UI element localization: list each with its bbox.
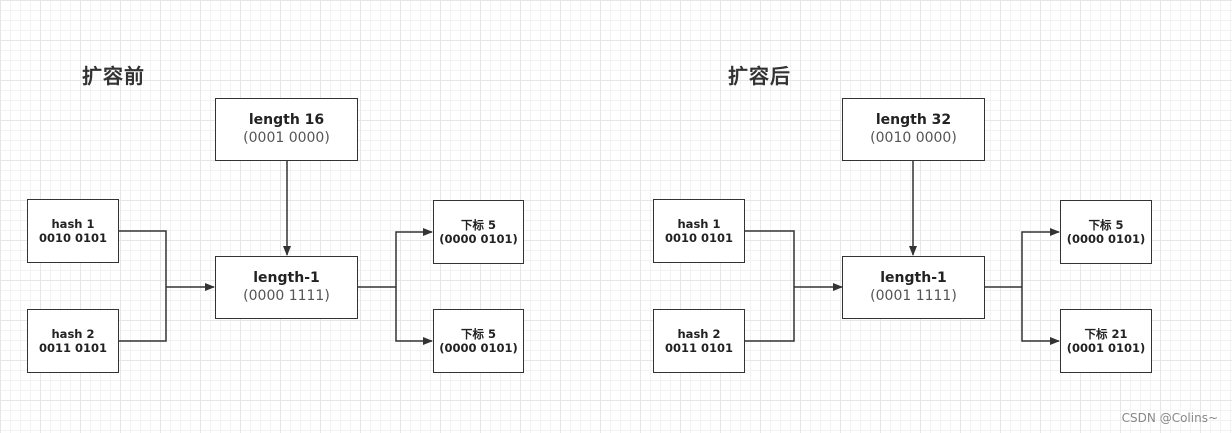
hash1-box-after: hash 1 0010 0101	[653, 199, 745, 263]
hash2-box-after: hash 2 0011 0101	[653, 309, 745, 373]
hash-binary: 0010 0101	[38, 231, 108, 245]
line-hash2-before	[118, 287, 167, 342]
index-label: 下标 21	[1084, 326, 1128, 341]
hash-binary: 0011 0101	[664, 341, 734, 355]
index-label: 下标 5	[460, 326, 496, 341]
title-after: 扩容后	[728, 64, 791, 88]
mask-binary: (0001 1111)	[870, 287, 957, 304]
arrow-to-index2-before	[395, 287, 433, 345]
index1-box-after: 下标 5 (0000 0101)	[1060, 200, 1152, 264]
hash-label: hash 2	[51, 326, 95, 341]
index2-box-before: 下标 5 (0000 0101)	[433, 309, 524, 373]
index2-box-after: 下标 21 (0001 0101)	[1060, 309, 1152, 373]
mask-binary: (0000 1111)	[243, 287, 330, 304]
length-label: length 32	[875, 112, 952, 128]
index-binary: (0000 0101)	[1066, 232, 1146, 246]
mask-label: length-1	[253, 270, 320, 286]
line-hash2-after	[744, 287, 795, 342]
mask-box-after: length-1 (0001 1111)	[842, 256, 985, 319]
hash-binary: 0011 0101	[38, 341, 108, 355]
hash-label: hash 2	[677, 326, 721, 341]
length-label: length 16	[248, 112, 325, 128]
arrow-to-index2-after	[1021, 287, 1060, 345]
hash2-box-before: hash 2 0011 0101	[27, 309, 119, 373]
hash-label: hash 1	[51, 216, 95, 231]
index-label: 下标 5	[460, 217, 496, 232]
hash-binary: 0010 0101	[664, 231, 734, 245]
title-before: 扩容前	[82, 64, 145, 88]
arrow-to-index1-before	[395, 228, 433, 287]
index-binary: (0000 0101)	[439, 341, 518, 355]
length-box-after: length 32 (0010 0000)	[842, 98, 985, 161]
hash-label: hash 1	[677, 216, 721, 231]
index-binary: (0000 0101)	[439, 232, 518, 246]
line-hash1-before	[118, 230, 167, 287]
index-binary: (0001 0101)	[1066, 341, 1146, 355]
index-label: 下标 5	[1088, 217, 1124, 232]
line-hash1-after	[744, 230, 795, 287]
length-binary: (0010 0000)	[870, 129, 957, 146]
length-binary: (0001 0000)	[243, 129, 330, 146]
mask-label: length-1	[880, 270, 947, 286]
hash1-box-before: hash 1 0010 0101	[27, 199, 119, 263]
length-box-before: length 16 (0001 0000)	[215, 98, 358, 161]
watermark: CSDN @Colins~	[1121, 411, 1218, 425]
arrow-to-index1-after	[1021, 228, 1060, 287]
mask-box-before: length-1 (0000 1111)	[215, 256, 358, 319]
index1-box-before: 下标 5 (0000 0101)	[433, 200, 524, 264]
